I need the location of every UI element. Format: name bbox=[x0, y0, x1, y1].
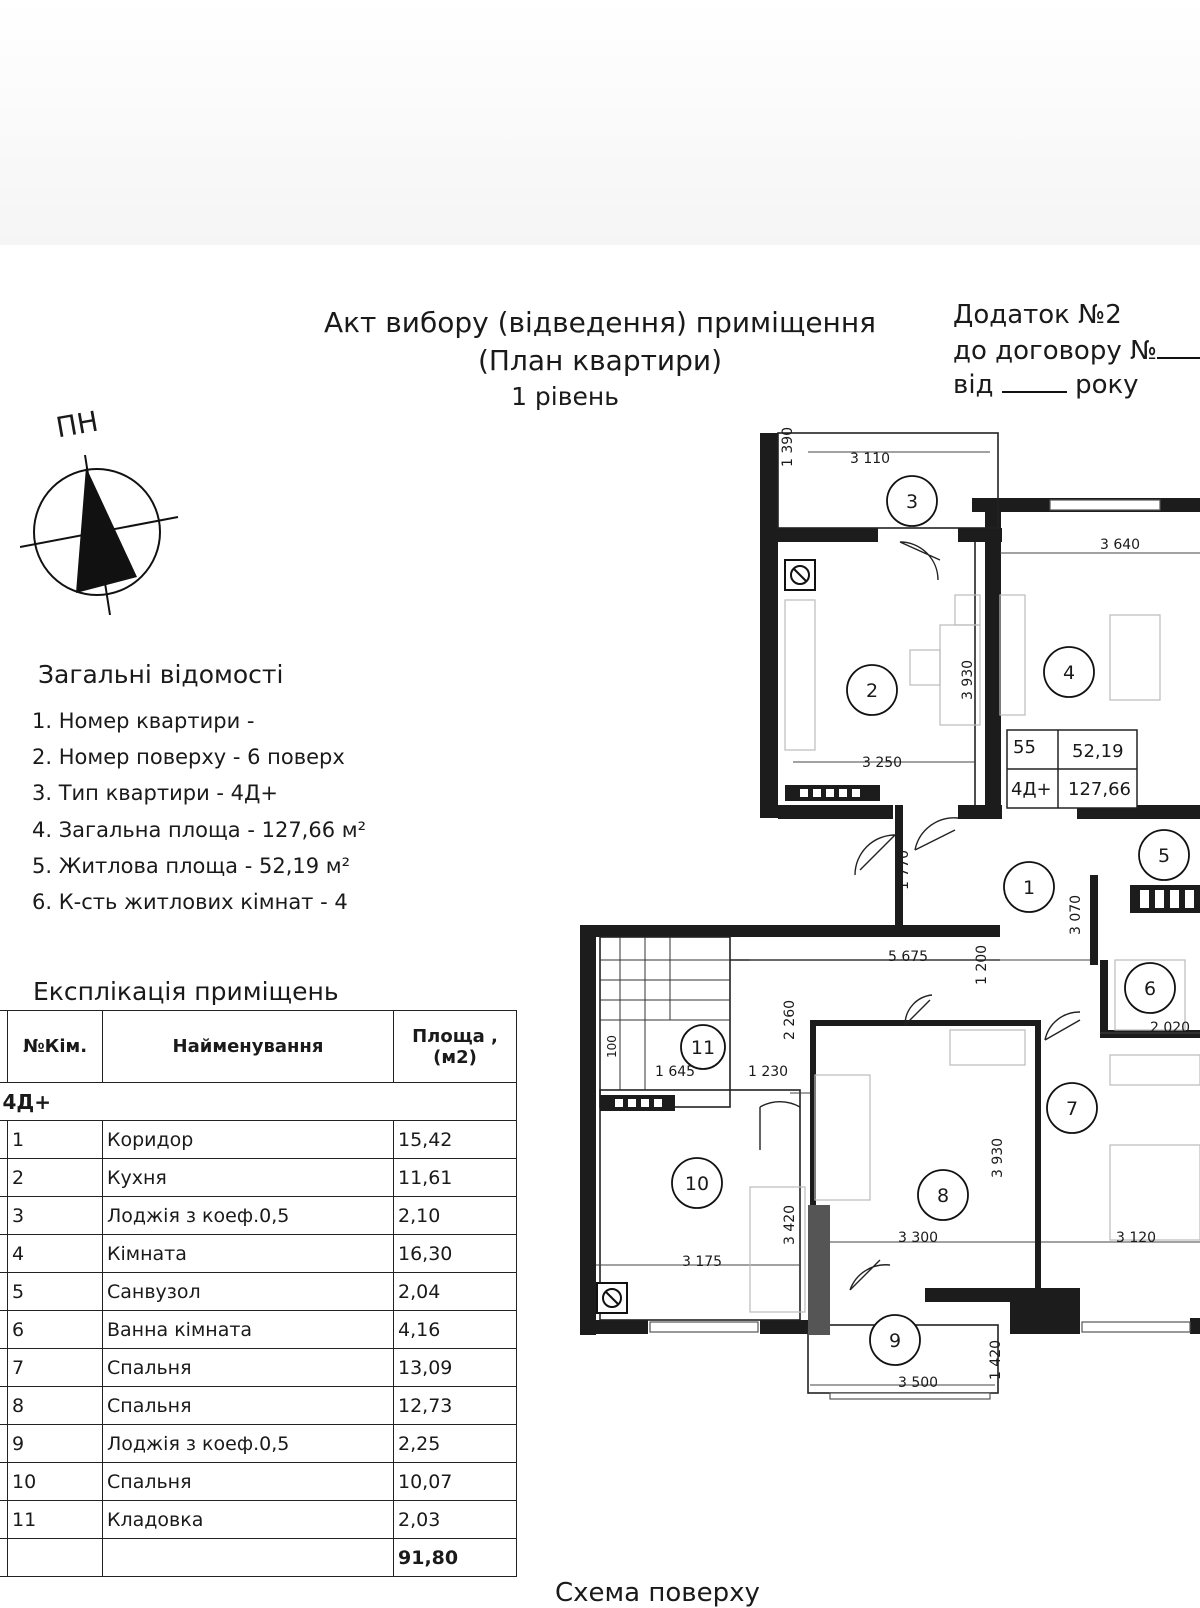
annex-number: Додаток №2 bbox=[953, 300, 1122, 330]
north-label: ПН bbox=[53, 404, 101, 445]
stairs bbox=[600, 937, 730, 1090]
hatched-column bbox=[808, 1205, 830, 1335]
room-name: Лоджія з коеф.0,5 bbox=[102, 1196, 394, 1235]
room-area: 12,73 bbox=[393, 1386, 517, 1425]
floor-scheme-label: Схема поверху bbox=[555, 1578, 760, 1608]
header-area: Площа , (м2) bbox=[393, 1010, 517, 1083]
room-circles bbox=[671, 475, 1190, 1366]
north-arrow-icon bbox=[20, 455, 179, 615]
room-area: 2,10 bbox=[393, 1196, 517, 1235]
room-num: 10 bbox=[7, 1462, 103, 1501]
floor-plan bbox=[580, 432, 1200, 1400]
room-num: 2 bbox=[7, 1158, 103, 1197]
top-band bbox=[0, 0, 1200, 245]
group-row: 4Д+ bbox=[0, 1082, 517, 1121]
total-row: 91,80 bbox=[0, 1538, 517, 1577]
room-name: Кімната bbox=[102, 1234, 394, 1273]
room-name: Лоджія з коеф.0,5 bbox=[102, 1424, 394, 1463]
room-area: 2,04 bbox=[393, 1272, 517, 1311]
total-area: 91,80 bbox=[393, 1538, 517, 1577]
date-blank bbox=[1001, 391, 1067, 393]
annex-date-prefix: від bbox=[953, 370, 994, 400]
general-item: 1. Номер квартири - bbox=[32, 709, 255, 733]
general-item: 2. Номер поверху - 6 поверх bbox=[32, 745, 345, 769]
header-name: Найменування bbox=[102, 1010, 394, 1083]
room-num: 1 bbox=[7, 1120, 103, 1159]
doors bbox=[759, 541, 1081, 1291]
room-num: 6 bbox=[7, 1310, 103, 1349]
document-subtitle: (План квартири) bbox=[478, 344, 722, 377]
level-label: 1 рівень bbox=[511, 382, 619, 411]
contract-number-blank bbox=[1157, 357, 1200, 359]
table-header-row: №Кім. Найменування Площа , (м2) bbox=[0, 1010, 517, 1083]
room-num: 3 bbox=[7, 1196, 103, 1235]
room-num: 4 bbox=[7, 1234, 103, 1273]
annex-date-suffix: року bbox=[1075, 370, 1139, 400]
table-header-margin bbox=[0, 1010, 8, 1083]
annex-date: від року bbox=[953, 370, 1139, 400]
room-name: Коридор bbox=[102, 1120, 394, 1159]
room-num: 9 bbox=[7, 1424, 103, 1463]
annex-contract-text: до договору № bbox=[953, 336, 1158, 366]
room-num: 5 bbox=[7, 1272, 103, 1311]
room-name: Кухня bbox=[102, 1158, 394, 1197]
room-num: 11 bbox=[7, 1500, 103, 1539]
room-name: Санвузол bbox=[102, 1272, 394, 1311]
explication-title: Експлікація приміщень bbox=[33, 977, 339, 1006]
room-num: 7 bbox=[7, 1348, 103, 1387]
room-area: 13,09 bbox=[393, 1348, 517, 1387]
room-name: Спальня bbox=[102, 1386, 394, 1425]
vent-shafts bbox=[596, 559, 816, 1314]
room-name: Спальня bbox=[102, 1462, 394, 1501]
room-area: 4,16 bbox=[393, 1310, 517, 1349]
annex-contract: до договору № bbox=[953, 336, 1200, 366]
room-area: 16,30 bbox=[393, 1234, 517, 1273]
room-area: 15,42 bbox=[393, 1120, 517, 1159]
group-label: 4Д+ bbox=[0, 1082, 517, 1121]
room-area: 2,03 bbox=[393, 1500, 517, 1539]
room-area: 11,61 bbox=[393, 1158, 517, 1197]
general-item: 4. Загальна площа - 127,66 м² bbox=[32, 818, 367, 842]
general-item: 5. Житлова площа - 52,19 м² bbox=[32, 854, 351, 878]
furniture bbox=[749, 594, 1200, 1313]
windows bbox=[649, 499, 1191, 1400]
room-num: 8 bbox=[7, 1386, 103, 1425]
room-name: Ванна кімната bbox=[102, 1310, 394, 1349]
general-item: 3. Тип квартири - 4Д+ bbox=[32, 781, 279, 805]
room-name: Кладовка bbox=[102, 1500, 394, 1539]
document-title: Акт вибору (відведення) приміщення bbox=[323, 306, 876, 339]
room-area: 10,07 bbox=[393, 1462, 517, 1501]
room-name: Спальня bbox=[102, 1348, 394, 1387]
general-item: 6. К-сть житлових кімнат - 4 bbox=[32, 890, 348, 914]
walls bbox=[580, 433, 1200, 1335]
dimension-lines bbox=[596, 451, 1200, 1386]
info-box bbox=[1006, 729, 1138, 809]
general-info-title: Загальні відомості bbox=[38, 660, 284, 689]
radiator-slots bbox=[615, 789, 1194, 1107]
header-num: №Кім. bbox=[7, 1010, 103, 1083]
room-area: 2,25 bbox=[393, 1424, 517, 1463]
